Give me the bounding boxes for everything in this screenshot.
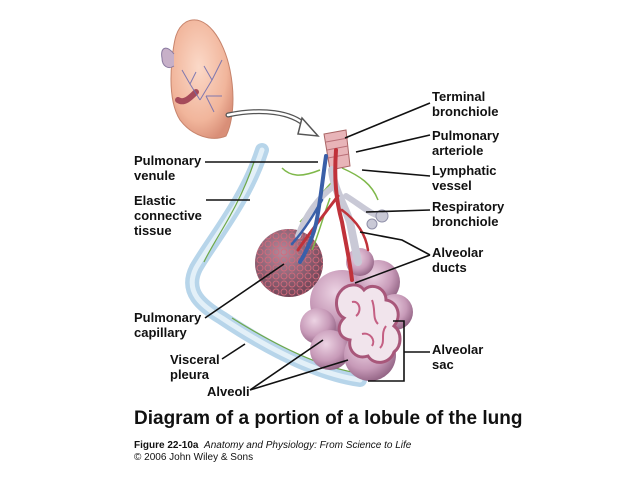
label-line: sac: [432, 357, 454, 372]
leader-alveolar-ducts-b: [354, 254, 431, 284]
label-terminal-bronchiole: Terminal bronchiole: [432, 89, 498, 119]
label-lymphatic-vessel: Lymphatic vessel: [432, 163, 497, 193]
blood-vessels: [290, 148, 370, 282]
label-pulmonary-capillary: Pulmonary capillary: [134, 310, 201, 340]
alveolar-sac-section: [335, 283, 402, 364]
label-pulmonary-venule: Pulmonary venule: [134, 153, 201, 183]
label-line: vessel: [432, 178, 472, 193]
copyright: © 2006 John Wiley & Sons: [134, 452, 254, 463]
leader-pulmonary-arteriole: [355, 134, 431, 153]
credit-line-1: Figure 22-10a Anatomy and Physiology: Fr…: [134, 440, 411, 452]
leader-visceral-pleura: [221, 343, 246, 360]
leader-alveolar-ducts-a: [359, 231, 431, 256]
figure-title: Diagram of a portion of a lobule of the …: [134, 408, 523, 429]
capillary-network: [255, 229, 323, 297]
leader-alveoli-b: [249, 359, 349, 391]
label-line: Lymphatic: [432, 163, 497, 178]
label-line: Alveolar: [432, 245, 484, 260]
label-line: capillary: [134, 325, 187, 340]
label-line: Pulmonary: [134, 153, 202, 168]
visceral-pleura-band: [185, 143, 367, 387]
label-line: Pulmonary: [432, 128, 500, 143]
figure-number: Figure 22-10a: [134, 440, 199, 451]
leader-respiratory-bronchiole: [365, 209, 431, 213]
label-pulmonary-arteriole: Pulmonary arteriole: [432, 128, 499, 158]
label-line: Elastic: [134, 193, 176, 208]
label-alveoli: Alveoli: [207, 384, 250, 399]
label-line: bronchiole: [432, 104, 499, 119]
leader-terminal-bronchiole: [344, 102, 431, 139]
label-line: Alveoli: [207, 384, 250, 399]
label-line: Alveolar: [432, 342, 484, 357]
label-line: pleura: [170, 367, 210, 382]
alveolar-sac-bracket: [368, 320, 405, 382]
label-elastic-connective-tissue: Elastic connective tissue: [134, 193, 202, 238]
figure-credit: Figure 22-10a Anatomy and Physiology: Fr…: [134, 440, 411, 464]
label-alveolar-sac: Alveolar sac: [432, 342, 483, 372]
leader-pulmonary-capillary: [204, 263, 285, 319]
label-alveolar-ducts: Alveolar ducts: [432, 245, 483, 275]
label-visceral-pleura: Visceral pleura: [170, 352, 220, 382]
leader-alveoli-a: [249, 339, 324, 391]
label-line: Terminal: [432, 89, 486, 104]
label-respiratory-bronchiole: Respiratory bronchiole: [432, 199, 504, 229]
label-line: bronchiole: [432, 214, 499, 229]
pointer-arrow: [225, 109, 320, 137]
label-line: ducts: [432, 260, 467, 275]
lung-thumbnail: [161, 19, 234, 139]
label-line: arteriole: [432, 143, 484, 158]
book-title: Anatomy and Physiology: From Science to …: [204, 440, 412, 451]
leader-lines: [204, 102, 431, 391]
leader-lymphatic-vessel: [361, 169, 431, 177]
label-line: venule: [134, 168, 176, 183]
label-line: tissue: [134, 223, 172, 238]
label-line: connective: [134, 208, 202, 223]
label-line: Visceral: [170, 352, 220, 367]
label-line: Respiratory: [432, 199, 505, 214]
label-line: Pulmonary: [134, 310, 202, 325]
